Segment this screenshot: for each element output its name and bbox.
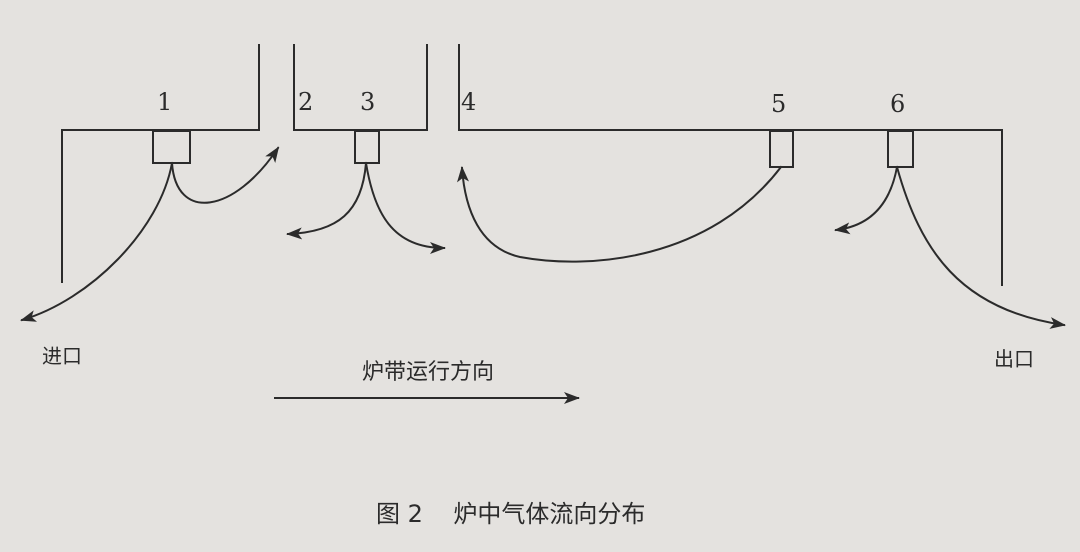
nozzle-5-box: [769, 130, 794, 168]
flow-arrow-3-left: [286, 161, 368, 240]
nozzle-6-box: [887, 130, 914, 168]
flow-arrow-3-right: [364, 161, 446, 254]
nozzle-label-1: 1: [157, 88, 173, 116]
nozzle-3-box: [354, 130, 380, 164]
flow-arrow-5-back: [457, 165, 783, 263]
flow-arrow-6-to-outlet: [895, 165, 1066, 329]
belt-direction-label: 炉带运行方向: [362, 360, 495, 385]
nozzle-label-5: 5: [771, 90, 787, 118]
flow-arrow-1-up: [170, 146, 280, 204]
nozzle-label-6: 6: [890, 90, 906, 118]
nozzle-1-box: [152, 130, 191, 164]
nozzle-label-2: 2: [298, 88, 314, 116]
nozzle-label-4: 4: [461, 88, 477, 116]
inlet-label: 进口: [42, 344, 82, 368]
furnace-section-3: [458, 44, 1003, 286]
flow-arrow-1-to-inlet: [20, 161, 174, 322]
outlet-label: 出口: [994, 347, 1034, 371]
flow-arrow-6-left: [834, 165, 899, 235]
nozzle-label-3: 3: [360, 88, 376, 116]
figure-caption: 图 2 炉中气体流向分布: [376, 500, 646, 528]
